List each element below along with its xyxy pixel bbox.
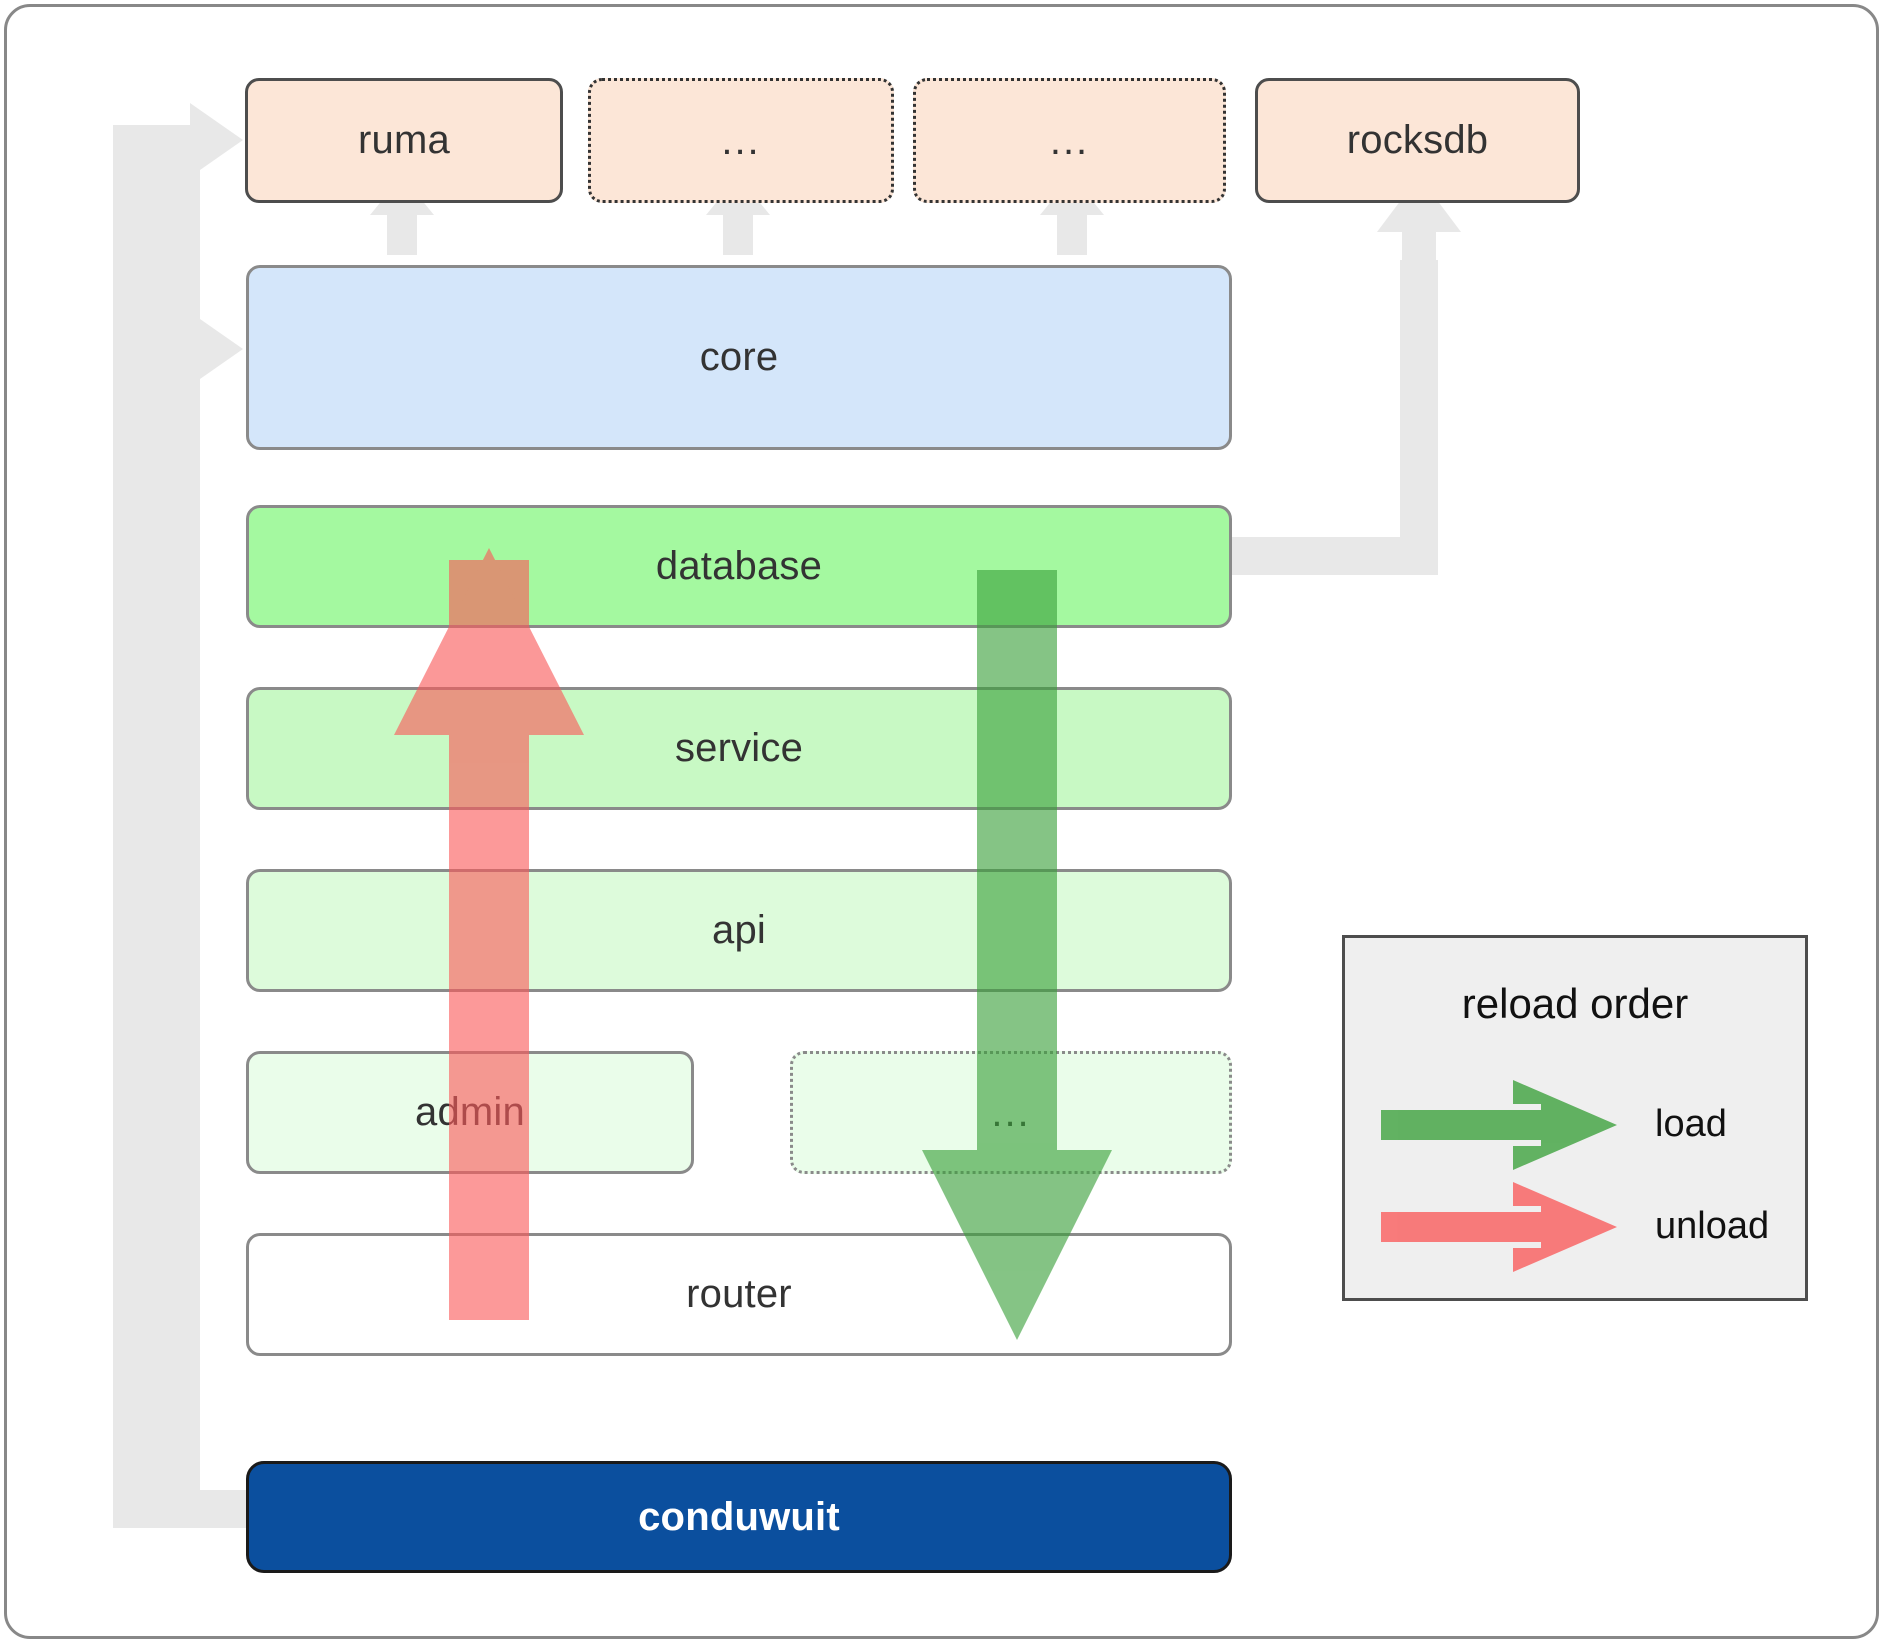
legend-unload-arrow	[1381, 1182, 1617, 1272]
diagram-frame	[4, 4, 1879, 1639]
dependency-label: ...	[1049, 118, 1090, 163]
app-label: conduwuit	[638, 1494, 840, 1539]
layer-node-service[interactable]: service	[246, 687, 1232, 810]
dependency-label: ...	[721, 118, 761, 163]
layer-label: api	[712, 908, 766, 952]
layer-label: ...	[991, 1090, 1031, 1135]
layer-node-admin[interactable]: admin	[246, 1051, 694, 1174]
core-label: core	[699, 335, 779, 379]
layer-node-api[interactable]: api	[246, 869, 1232, 992]
dependency-node-rocksdb[interactable]: rocksdb	[1255, 78, 1580, 203]
legend-load-arrow	[1381, 1080, 1617, 1170]
layer-node-ellipsis[interactable]: ...	[790, 1051, 1232, 1174]
layer-node-database[interactable]: database	[246, 505, 1232, 628]
dependency-node-ellipsis-2[interactable]: ...	[913, 78, 1226, 203]
layer-label: service	[674, 726, 804, 770]
layer-label: database	[655, 544, 823, 588]
core-node[interactable]: core	[246, 265, 1232, 450]
legend-title: reload order	[1461, 980, 1689, 1027]
layer-node-router[interactable]: router	[246, 1233, 1232, 1356]
app-node-conduwuit[interactable]: conduwuit	[246, 1461, 1232, 1573]
legend-unload-label: unload	[1655, 1205, 1770, 1247]
legend-panel: reload order load unload	[1342, 935, 1808, 1301]
dependency-label: ruma	[358, 118, 450, 162]
dependency-node-ruma[interactable]: ruma	[245, 78, 563, 203]
layer-label: router	[686, 1272, 792, 1316]
layer-label: admin	[415, 1090, 525, 1134]
dependency-node-ellipsis-1[interactable]: ...	[588, 78, 894, 203]
legend-load-label: load	[1655, 1103, 1727, 1145]
dependency-label: rocksdb	[1346, 118, 1489, 162]
